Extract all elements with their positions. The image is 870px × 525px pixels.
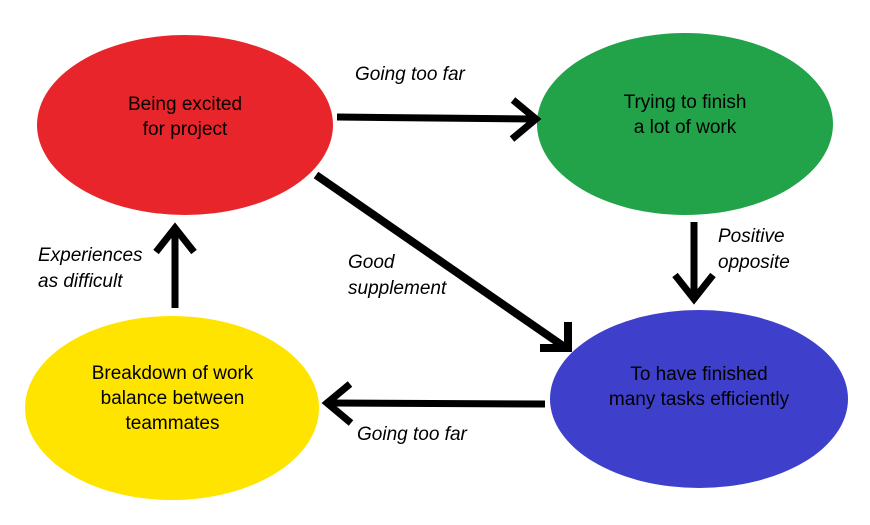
edge-label-line2: opposite (718, 252, 790, 273)
edge-label-line1: Good (348, 252, 395, 273)
arrow-red-to-green (336, 97, 542, 142)
node-ellipse-yellow[interactable] (25, 316, 319, 500)
edge-label-red-to-green: Going too far (355, 64, 465, 85)
node-ellipse-green[interactable] (537, 33, 833, 215)
arrow-shaft (329, 399, 546, 408)
arrowhead (153, 222, 197, 255)
node-ellipse-red[interactable] (37, 35, 333, 215)
arrow-blue-to-yellow (321, 381, 546, 426)
edge-label-yellow-to-red: Experiences as difficult (38, 243, 143, 295)
edge-label-red-to-blue: Good supplement (348, 250, 446, 302)
arrow-green-to-blue (672, 222, 716, 305)
arrowhead (672, 272, 716, 305)
arrowhead (509, 97, 542, 142)
node-ellipse-blue[interactable] (550, 310, 848, 488)
edge-label-line2: supplement (348, 278, 447, 299)
arrow-red-to-blue (313, 171, 572, 352)
arrowhead (540, 322, 572, 352)
edge-label-blue-to-yellow: Going too far (357, 424, 467, 445)
edge-label-line2: as difficult (38, 271, 123, 292)
arrow-shaft (336, 113, 534, 123)
edge-label-line1: Experiences (38, 245, 143, 266)
arrow-yellow-to-red (153, 222, 197, 308)
arrow-shaft (313, 171, 569, 352)
arrowhead (321, 381, 354, 426)
edge-label-green-to-blue: Positive opposite (718, 224, 790, 276)
edge-label-line1: Positive (718, 226, 785, 247)
